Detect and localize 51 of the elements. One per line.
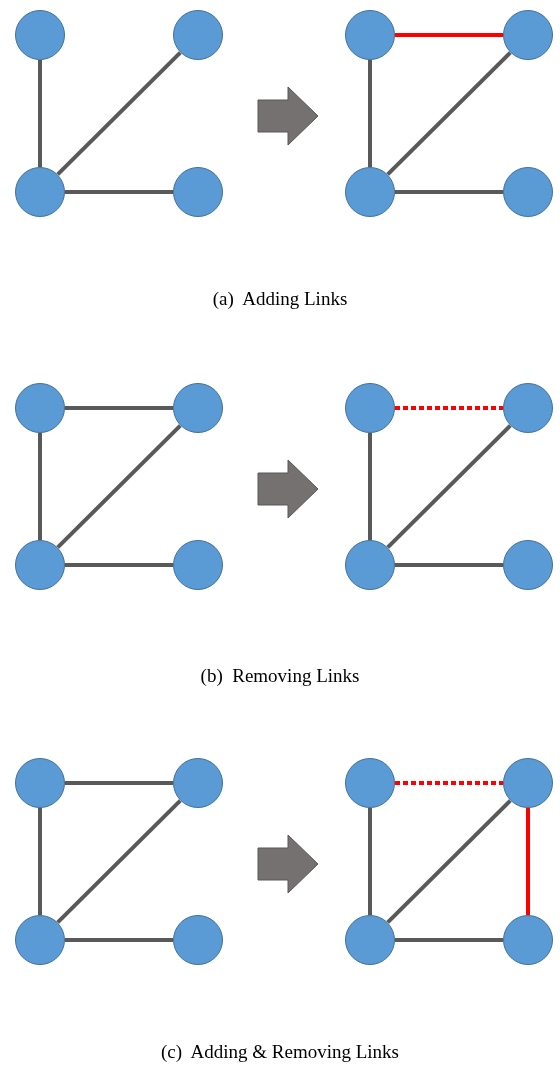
graph-node-circle: [15, 915, 65, 965]
link-line: [395, 190, 503, 194]
graph-node-circle: [345, 915, 395, 965]
graph-node-circle: [15, 758, 65, 808]
graph-node-circle: [345, 383, 395, 433]
link-line: [56, 424, 182, 549]
graph-node-circle: [15, 10, 65, 60]
link-line: [56, 799, 182, 924]
graph-node-circle: [173, 10, 223, 60]
link-line: [38, 808, 42, 915]
graph-node-circle: [173, 540, 223, 590]
subfigure-caption: (b) Removing Links: [200, 665, 360, 686]
link-line: [386, 799, 512, 924]
subfigure-caption: (a) Adding Links: [212, 288, 348, 309]
graph-node-circle: [345, 540, 395, 590]
link-line: [65, 781, 173, 785]
graph-node-circle: [173, 915, 223, 965]
graph-node-circle: [173, 383, 223, 433]
link-line: [368, 808, 372, 915]
link-line: [65, 190, 173, 194]
link-line: [386, 51, 512, 176]
link-line: [56, 51, 182, 176]
link-line: [368, 433, 372, 540]
link-line: [386, 424, 512, 549]
graph-node-circle: [15, 167, 65, 217]
graph-node-circle: [173, 167, 223, 217]
graph-node-circle: [503, 167, 553, 217]
link-line: [395, 33, 503, 37]
graph-node-circle: [503, 10, 553, 60]
graph-node-circle: [503, 915, 553, 965]
subfigure-caption: (c) Adding & Removing Links: [161, 1041, 399, 1062]
link-line: [395, 563, 503, 567]
graph-node-circle: [173, 758, 223, 808]
graph-node-circle: [503, 383, 553, 433]
link-line: [65, 406, 173, 410]
link-line: [65, 938, 173, 942]
graph-node-circle: [345, 167, 395, 217]
dotted-link: [395, 781, 503, 785]
graph-node-circle: [503, 540, 553, 590]
link-line: [38, 433, 42, 540]
graph-node-circle: [345, 10, 395, 60]
link-line: [526, 808, 530, 915]
graph-node-circle: [15, 383, 65, 433]
dotted-link: [395, 406, 503, 410]
graph-node-circle: [345, 758, 395, 808]
graph-node-circle: [503, 758, 553, 808]
link-line: [368, 60, 372, 167]
link-line: [395, 938, 503, 942]
graph-node-circle: [15, 540, 65, 590]
link-line: [65, 563, 173, 567]
link-line: [38, 60, 42, 167]
